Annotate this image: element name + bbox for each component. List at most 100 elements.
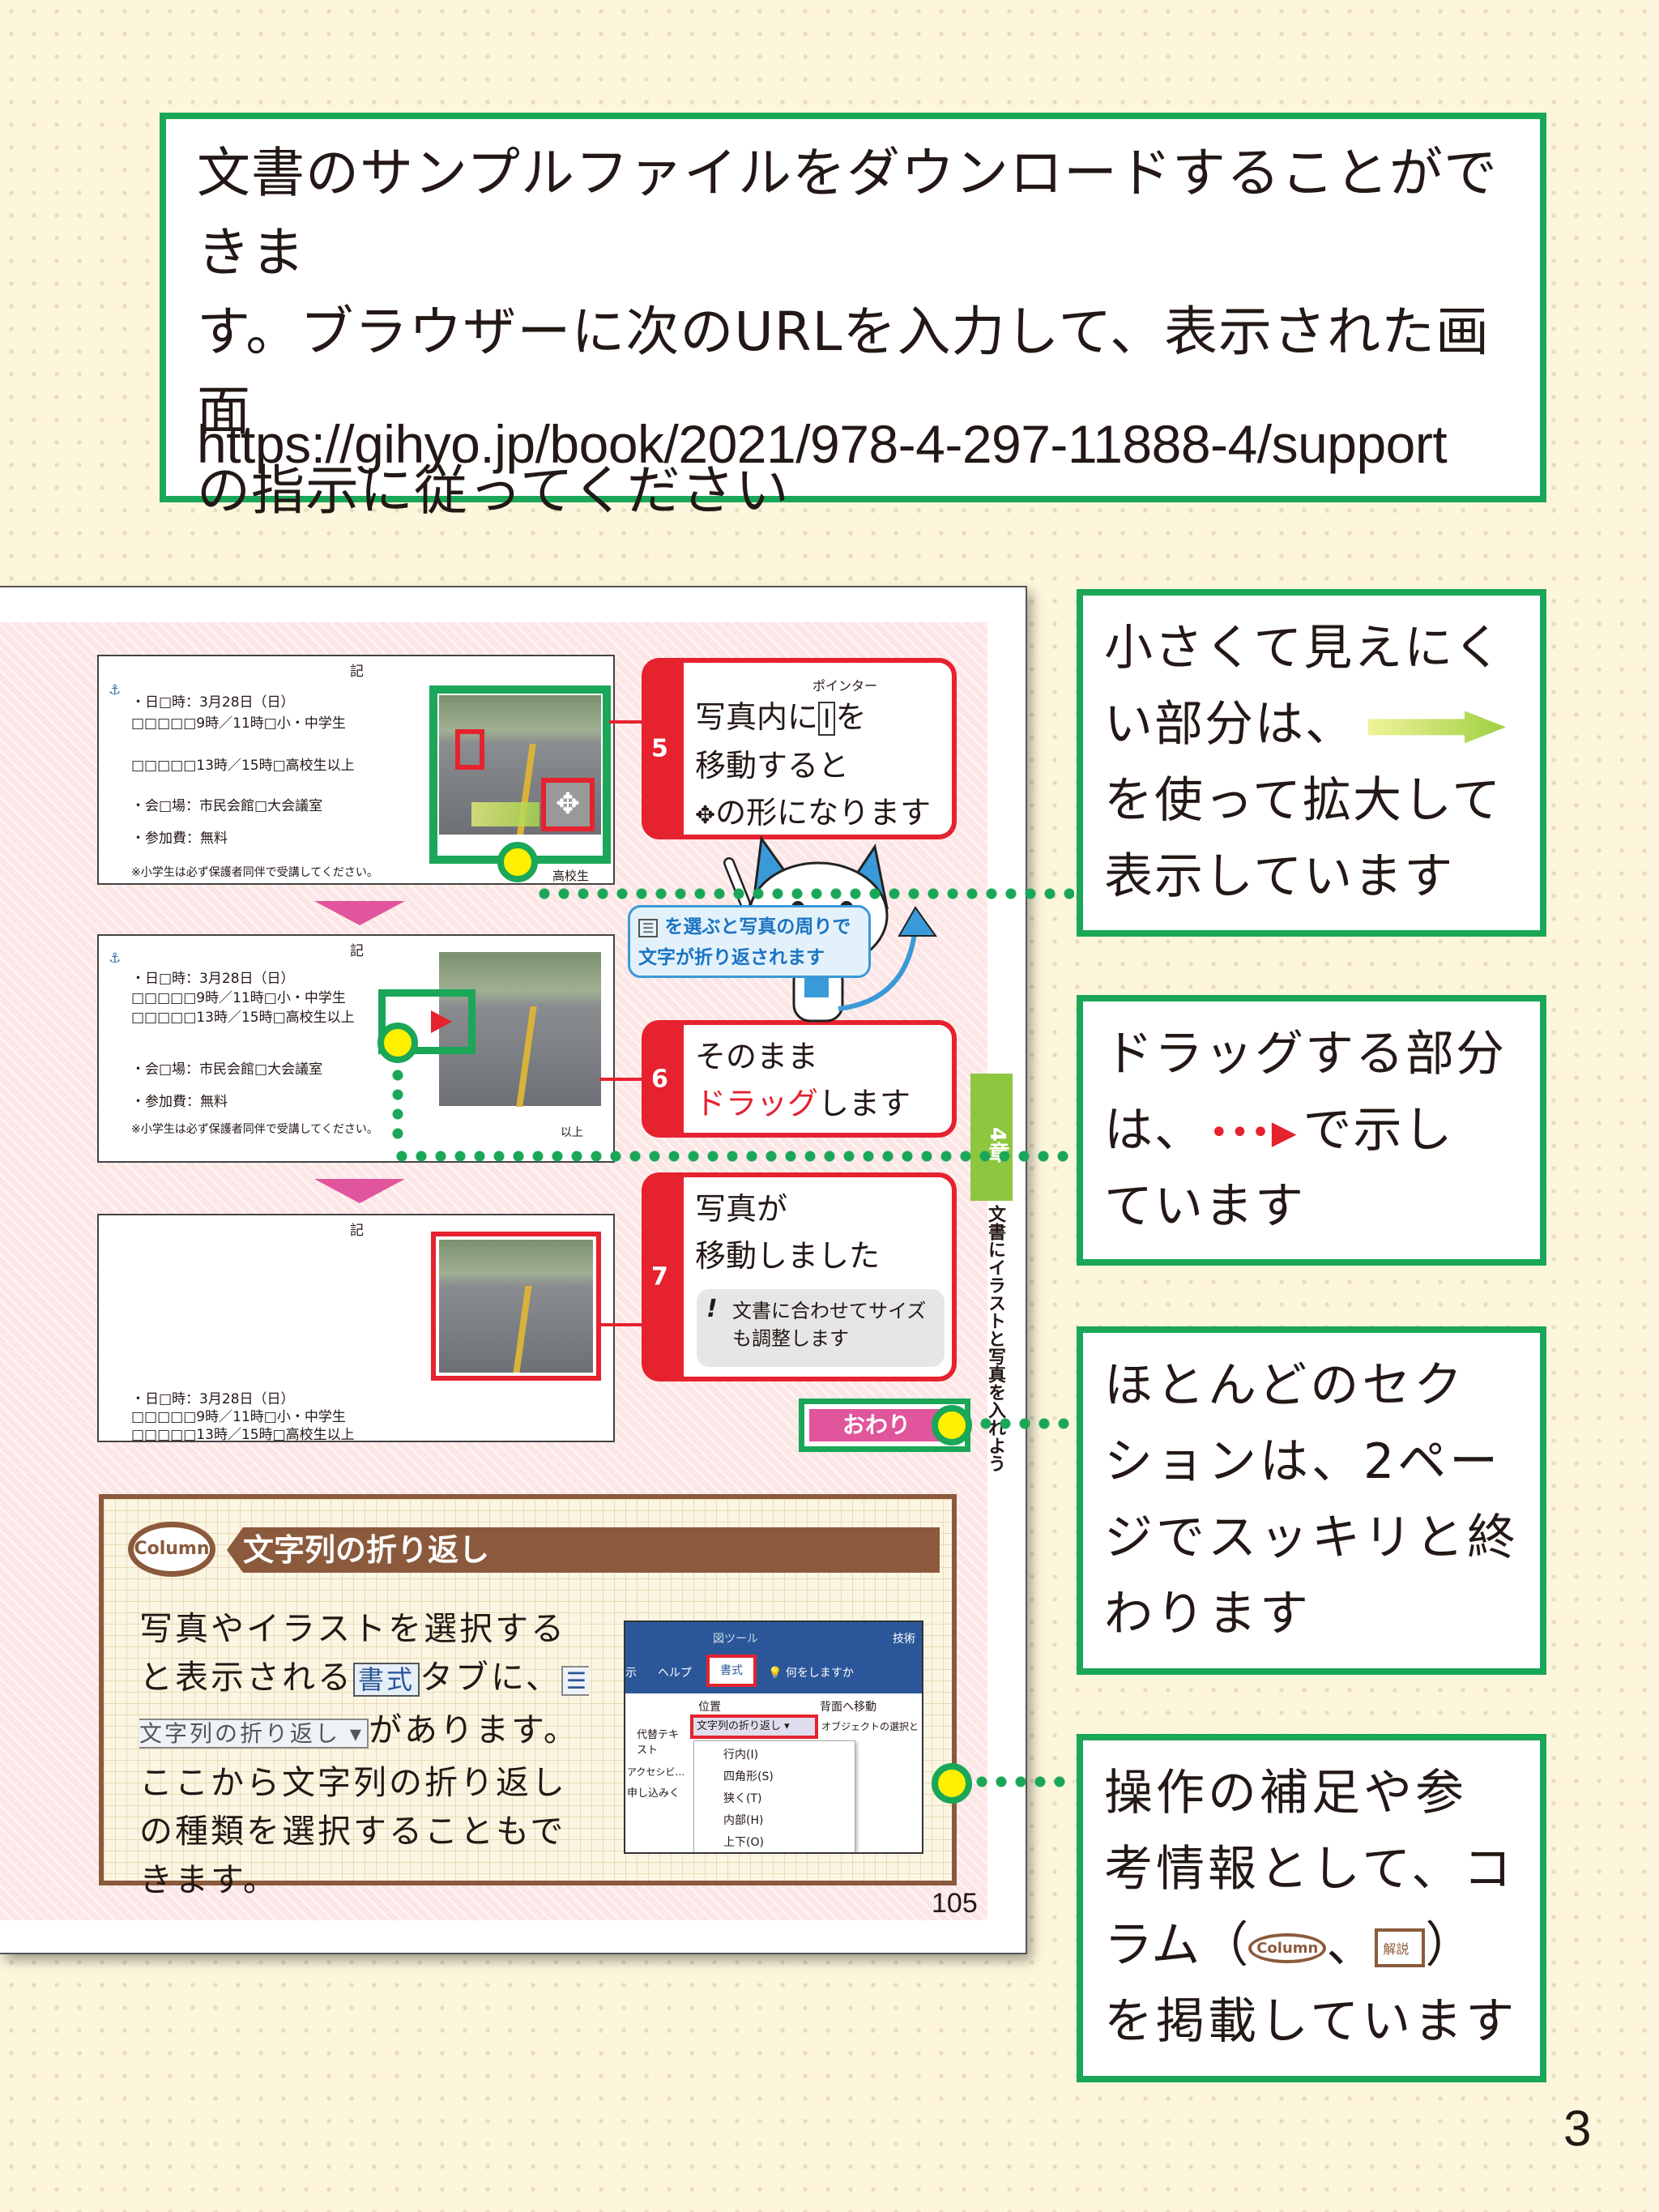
note-box-sections: ほとんどのセク ションは、2ペー ジでスッキリと終 わります (1077, 1326, 1546, 1675)
note-text: を掲載しています (1104, 1993, 1518, 2050)
doc-screenshot-3: 記 ・日□時：3月28日（日） □□□□□9時／11時□小・中学生 □□□□□1… (97, 1214, 615, 1443)
doc-text: ・会□場：市民会館□大会議室 (131, 1061, 323, 1078)
note-box-column: 操作の補足や参 考情報として、コ ラム（Column、解説） を掲載しています (1077, 1734, 1546, 2082)
zoom-arrow-icon (1368, 711, 1506, 744)
note-text: で示し (1303, 1102, 1454, 1159)
dotted-connector (392, 1065, 403, 1147)
format-tab-label: 書式 (353, 1663, 420, 1697)
note-text: 、 (1326, 1917, 1375, 1974)
column-body: 写真やイラストを選択すると表示される書式タブに、☰ 文字列の折り返し ▾がありま… (139, 1604, 593, 1904)
ribbon-tab[interactable]: 示 (625, 1667, 637, 1680)
step-text: を (835, 699, 867, 735)
step-text: 移動すると (695, 748, 850, 784)
wrap-icon: ☰ (565, 1668, 589, 1694)
column-box: Column 文字列の折り返し 写真やイラストを選択すると表示される書式タブに、… (99, 1494, 957, 1899)
doc-text: ※小学生は必ず保護者同伴で受講してください。 (131, 1123, 378, 1136)
drag-highlight-box (378, 989, 476, 1054)
step-6: 6 そのまま ドラッグします (642, 1020, 957, 1138)
page-number: 3 (1563, 2101, 1592, 2157)
note-text: ほとんどのセク (1104, 1357, 1466, 1414)
doc-text: □□□□□13時／15時□高校生以上 (131, 758, 355, 774)
step-text: そのまま (695, 1039, 819, 1074)
ribbon-group-label: アクセシビ… (627, 1766, 685, 1778)
drag-arrow-icon (431, 1010, 452, 1033)
ribbon-tell-me[interactable]: 💡 何をしますか (768, 1664, 854, 1680)
doc-text: ・日□時：3月28日（日） (131, 694, 295, 711)
tip-balloon: ☰ を選ぶと写真の周りで文字が折り返されます (628, 905, 871, 978)
step-text: します (818, 1086, 911, 1121)
dotted-connector (976, 1418, 1074, 1429)
callout-line (599, 1323, 642, 1326)
note-text: 表示しています (1104, 848, 1455, 905)
doc-text: ・参加費：無料 (131, 1094, 228, 1110)
zoom-marker (497, 842, 538, 882)
doc-text: ・参加費：無料 (131, 831, 228, 847)
ribbon-select-pane[interactable]: オブジェクトの選択と (821, 1721, 919, 1732)
pointer-highlight (455, 729, 484, 770)
ruby-text: ポインター (812, 678, 878, 694)
end-marker (932, 1405, 972, 1445)
intro-line: 文書のサンプルファイルをダウンロードすることができま (197, 142, 1499, 284)
wrap-button-text: 文字列の折り返し (139, 1720, 341, 1747)
doc-text: 高校生 (552, 869, 590, 883)
column-marker (932, 1763, 972, 1804)
menu-item[interactable]: 狭く(T) (723, 1792, 762, 1805)
menu-item[interactable]: 四角形(S) (723, 1770, 774, 1783)
note-text: 小さくて見えにく (1104, 620, 1503, 677)
note-text: 操作の補足や参 (1104, 1765, 1467, 1821)
dotted-connector (972, 1776, 1074, 1787)
step-number: 5 (651, 734, 668, 763)
photo (439, 1240, 593, 1373)
anchor-icon: ⚓ (109, 950, 122, 967)
note-box: ! 文書に合わせてサイズも調整します (697, 1289, 945, 1367)
menu-item[interactable]: 行内(I) (723, 1749, 759, 1761)
ribbon-screenshot: 図ツール 技術 示 ヘルプ 書式 💡 何をしますか 代替テキスト アクセシビ… … (624, 1621, 923, 1854)
support-url[interactable]: https://gihyo.jp/book/2021/978-4-297-118… (197, 414, 1448, 474)
column-title: 文字列の折り返し (227, 1527, 940, 1573)
doc-text: □□□□□9時／11時□小・中学生 (131, 1409, 346, 1425)
note-box-drag: ドラッグする部分 は、•••▶で示し ています (1077, 995, 1546, 1266)
wrap-icon: ☰ (638, 919, 659, 937)
column-text: があります。ここから文字列の折り返しの種類を選択することもできます。 (139, 1710, 579, 1899)
ibeam-icon: I (818, 702, 836, 736)
doc-text: □□□□□13時／15時□高校生以上 (131, 1010, 355, 1026)
step-text: 移動しました (695, 1238, 881, 1274)
doc-text: 記 (350, 1223, 364, 1239)
note-text: い部分は、 (1104, 696, 1355, 753)
doc-text: 記 (350, 943, 364, 959)
note-text: ラム（ (1104, 1917, 1249, 1974)
doc-text: 申し込みく (627, 1787, 680, 1800)
note-text: わります (1104, 1586, 1311, 1642)
exclamation-icon: ! (706, 1295, 718, 1323)
dotted-connector (535, 888, 1074, 899)
step-7: 7 写真が 移動しました ! 文書に合わせてサイズも調整します (642, 1172, 957, 1381)
doc-screenshot-2: 記 ⚓ ・日□時：3月28日（日） □□□□□9時／11時□小・中学生 □□□□… (97, 934, 615, 1163)
ribbon-tab-format[interactable]: 書式 (706, 1655, 757, 1687)
wrap-dropdown-menu: 行内(I) 四角形(S) 狭く(T) 内部(H) 上下(O) (693, 1740, 855, 1852)
note-text: ジでスッキリと終 (1104, 1510, 1519, 1566)
moved-photo-highlight (431, 1232, 601, 1381)
sample-page: 記 ⚓ ・日□時：3月28日（日） □□□□□9時／11時□小・中学生 □□□□… (0, 586, 1027, 1954)
ribbon-wrap-text[interactable]: 文字列の折り返し ▾ (690, 1715, 818, 1739)
chapter-title: 文書にイラストと写真を入れよう (985, 1205, 1005, 1472)
ribbon-position[interactable]: 位置 (698, 1701, 721, 1714)
lightbulb-icon: 💡 (768, 1667, 783, 1680)
down-arrow (314, 1179, 405, 1203)
ribbon-send-back[interactable]: 背面へ移動 (820, 1701, 876, 1714)
doc-text: ・日□時：3月28日（日） (131, 1391, 295, 1407)
step-number: 7 (651, 1262, 668, 1292)
dotted-connector (392, 1151, 1074, 1162)
ribbon-alt-text[interactable]: 代替テキスト (637, 1729, 680, 1757)
step-number: 6 (651, 1065, 668, 1093)
ribbon-tool-label: 図ツール (713, 1633, 758, 1646)
menu-item[interactable]: 内部(H) (723, 1814, 764, 1827)
column-badge-icon: Column (1248, 1932, 1327, 1963)
menu-item[interactable]: 上下(O) (723, 1836, 764, 1849)
ribbon-tab[interactable]: ヘルプ (658, 1667, 692, 1680)
anchor-icon: ⚓ (109, 682, 122, 698)
doc-text: □□□□□9時／11時□小・中学生 (131, 990, 346, 1006)
zoom-highlight-box (429, 685, 611, 864)
note-text: 文書に合わせてサイズも調整します (732, 1300, 927, 1350)
doc-text: 記 (350, 664, 364, 680)
ribbon-tell-me-text: 何をしますか (785, 1667, 854, 1680)
